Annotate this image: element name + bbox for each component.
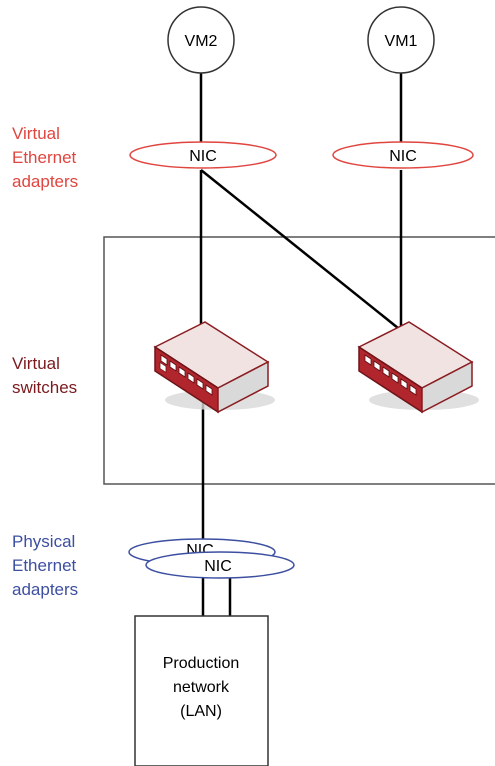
virtual-switch-box: [103, 236, 495, 485]
production-line-2: network: [173, 679, 230, 696]
vm1-label: VM1: [385, 33, 418, 50]
virtual-switch-2-icon: [357, 321, 479, 414]
physical-nic-front: NIC: [145, 551, 295, 579]
vm2-node: VM2: [167, 6, 235, 74]
production-network-box: Production network (LAN): [134, 615, 269, 766]
vm1-node: VM1: [367, 6, 435, 74]
production-line-3: (LAN): [180, 703, 222, 720]
physical-ethernet-adapters-label: Physical Ethernet adapters: [12, 532, 79, 599]
virtual-ethernet-adapters-label: Virtual Ethernet adapters: [12, 124, 79, 191]
virtual-switch-1-icon: [153, 321, 275, 414]
vm2-nic-label: NIC: [189, 148, 217, 165]
vm2nic-to-switch2-line: [200, 169, 399, 329]
vm1-nic-label: NIC: [389, 148, 417, 165]
physical-nic-front-label: NIC: [204, 558, 232, 575]
vm2-label: VM2: [185, 33, 218, 50]
virtual-switches-label: Virtual switches: [12, 354, 78, 397]
vm1-virtual-nic: NIC: [332, 141, 474, 169]
connection-lines: [199, 73, 403, 616]
production-line-1: Production: [163, 655, 240, 672]
vm2-virtual-nic: NIC: [129, 141, 277, 169]
